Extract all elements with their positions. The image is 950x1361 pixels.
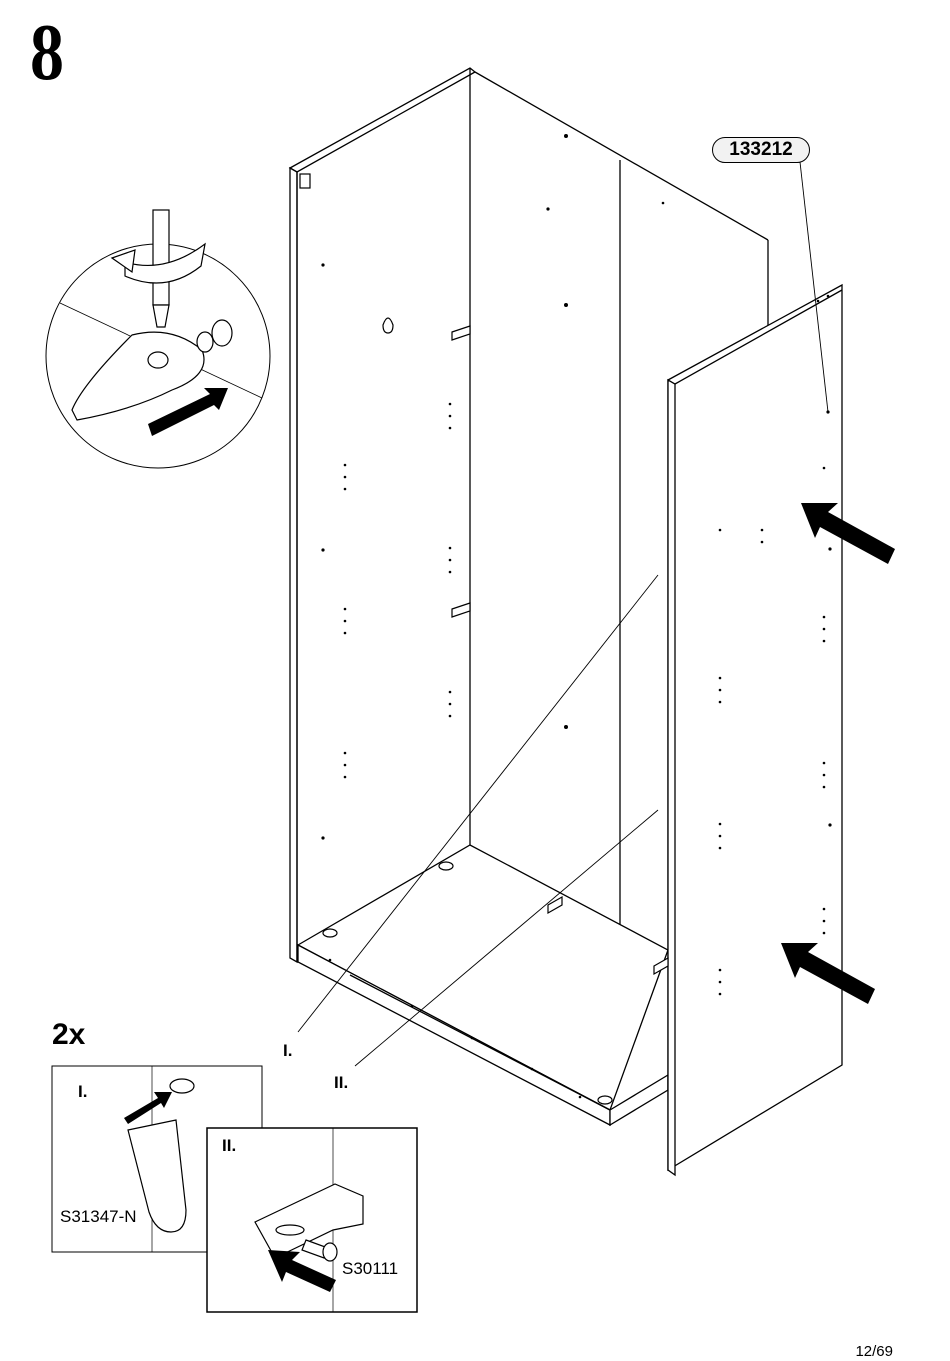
cam-lock-icon (439, 862, 453, 870)
dowel-icon (170, 1079, 194, 1093)
detail-2-label: II. (222, 1136, 236, 1156)
part-number-badge: 133212 (712, 137, 810, 163)
right-side-panel (668, 285, 842, 1175)
page-number: 12/69 (855, 1343, 893, 1360)
shelf-support-icon (452, 326, 470, 340)
detail-box-2 (207, 1128, 417, 1312)
left-side-panel (290, 68, 475, 962)
cam-lock-icon (383, 318, 393, 333)
cam-lock-icon (323, 929, 337, 937)
bottom-panel (298, 845, 668, 1125)
hardware-quantity: 2x (52, 1018, 85, 1052)
cam-lock-icon (598, 1096, 612, 1104)
detail-1-code: S31347-N (60, 1207, 137, 1227)
detail-circle (46, 210, 270, 468)
callout-ii: II. (334, 1073, 348, 1093)
detail-1-label: I. (78, 1082, 87, 1102)
step-number: 8 (30, 8, 64, 98)
shelf-support-icon (452, 603, 470, 617)
detail-2-code: S30111 (342, 1259, 398, 1279)
callout-i: I. (283, 1041, 292, 1061)
